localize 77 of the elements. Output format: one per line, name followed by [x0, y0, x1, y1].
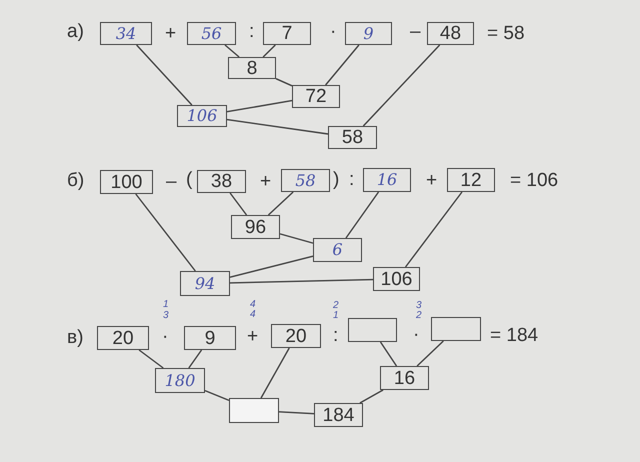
operation-sign: :	[349, 170, 354, 189]
operation-sign: ·	[330, 22, 336, 41]
operation-sign: –	[410, 22, 421, 41]
connector-line	[345, 192, 380, 238]
step-number: 3	[416, 301, 422, 311]
connector-line	[230, 256, 314, 278]
connector-line	[260, 348, 290, 398]
number-box: 9	[184, 326, 236, 350]
connector-line	[188, 350, 202, 368]
connector-line	[278, 411, 314, 414]
number-box: 106	[177, 105, 227, 127]
empty-box	[348, 318, 397, 342]
step-number: 1	[333, 311, 339, 321]
number-box: 7	[263, 22, 311, 45]
number-box: 16	[363, 168, 411, 192]
number-box: 94	[180, 271, 230, 296]
operation-sign: )	[333, 170, 340, 189]
step-number: 4	[250, 310, 256, 320]
connector-line	[416, 340, 444, 366]
number-box: 58	[328, 126, 377, 149]
number-box: 48	[427, 22, 474, 45]
empty-box	[431, 317, 481, 341]
equation-result: = 184	[490, 326, 538, 345]
connector-line	[138, 349, 164, 369]
connector-line	[224, 44, 240, 58]
operation-sign: :	[333, 326, 338, 345]
connector-line	[276, 78, 292, 86]
empty-box	[229, 398, 279, 423]
operation-sign: –	[166, 172, 177, 191]
connector-line	[135, 194, 196, 272]
item-letter: б)	[67, 171, 84, 190]
number-box: 16	[380, 366, 429, 390]
connector-line	[325, 44, 360, 86]
connector-line	[268, 191, 294, 216]
step-number: 3	[163, 311, 169, 321]
operation-sign: ·	[413, 325, 420, 344]
operation-sign: +	[247, 327, 258, 346]
equation-result: = 58	[487, 24, 525, 43]
step-number: 1	[163, 300, 169, 310]
number-box: 8	[228, 57, 276, 79]
connector-line	[360, 389, 384, 404]
number-box: 6	[313, 238, 362, 262]
connector-line	[226, 100, 292, 112]
number-box: 100	[100, 170, 153, 194]
step-number: 2	[416, 311, 422, 321]
connector-line	[230, 192, 248, 216]
connector-line	[136, 44, 192, 106]
number-box: 58	[281, 169, 330, 192]
operation-sign: +	[165, 24, 176, 43]
operation-sign: :	[249, 22, 254, 41]
number-box: 9	[345, 22, 392, 45]
equation-result: = 106	[510, 171, 558, 190]
operation-sign: ·	[162, 327, 168, 346]
connector-line	[204, 390, 230, 402]
connector-line	[280, 233, 314, 244]
number-box: 72	[292, 85, 340, 108]
number-box: 106	[373, 267, 420, 291]
number-box: 96	[231, 215, 280, 239]
number-box: 56	[187, 22, 236, 45]
connector-line	[404, 192, 463, 268]
operation-sign: (	[186, 170, 192, 189]
connector-line	[380, 342, 398, 366]
number-box: 12	[447, 168, 495, 192]
connector-line	[226, 118, 328, 135]
connector-line	[262, 44, 276, 58]
connector-line	[230, 278, 374, 284]
number-box: 184	[314, 403, 363, 427]
number-box: 34	[100, 22, 152, 45]
operation-sign: +	[426, 171, 438, 190]
number-box: 38	[197, 170, 246, 193]
step-number: 4	[250, 300, 256, 310]
step-number: 2	[333, 301, 339, 311]
number-box: 20	[97, 326, 149, 350]
number-box: 20	[271, 324, 321, 348]
operation-sign: +	[260, 172, 272, 191]
number-box: 180	[155, 368, 205, 393]
connector-line	[362, 44, 440, 126]
